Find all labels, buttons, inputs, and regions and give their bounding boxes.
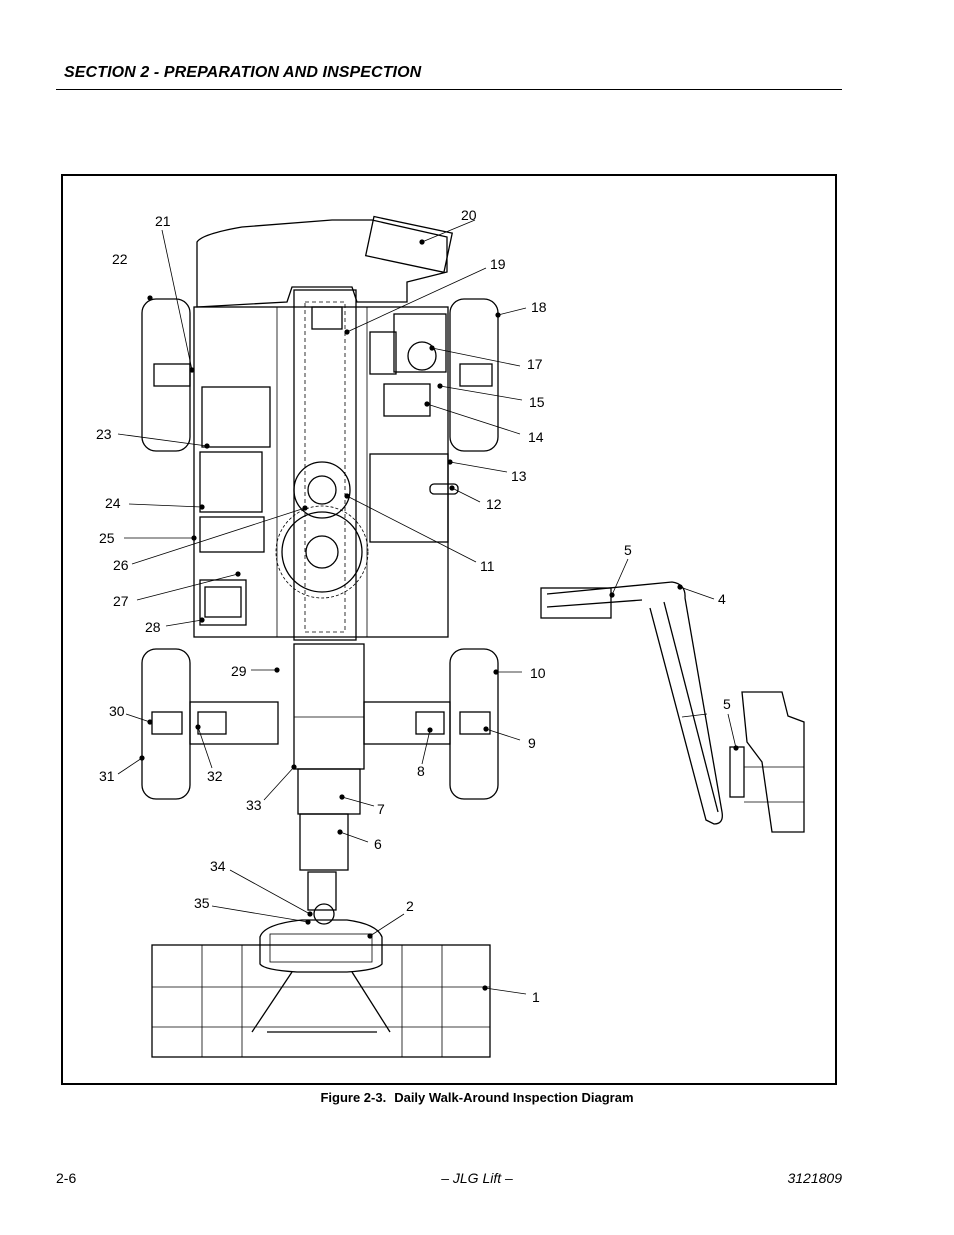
footer-publisher: – JLG Lift – [441, 1170, 513, 1186]
callout-27: 27 [113, 593, 129, 609]
inspection-diagram: 1 2 4 5 5 6 7 8 9 10 11 12 13 14 15 17 1… [96, 207, 805, 1058]
figure-caption-label: Figure 2-3. [320, 1090, 387, 1105]
callout-10: 10 [530, 665, 546, 681]
section-title: SECTION 2 - PREPARATION AND INSPECTION [64, 64, 422, 81]
callout-20: 20 [461, 207, 477, 223]
callout-2: 2 [406, 898, 414, 914]
callout-29: 29 [231, 663, 247, 679]
page-number: 2-6 [56, 1170, 77, 1186]
callout-15: 15 [529, 394, 545, 410]
callout-28: 28 [145, 619, 161, 635]
callout-31: 31 [99, 768, 115, 784]
callout-24: 24 [105, 495, 121, 511]
figure-caption: Figure 2-3. Daily Walk-Around Inspection … [0, 1090, 954, 1105]
callout-8: 8 [417, 763, 425, 779]
callout-34: 34 [210, 858, 226, 874]
callout-5b: 5 [723, 696, 731, 712]
callout-21: 21 [155, 213, 171, 229]
callout-labels: 1 2 4 5 5 6 7 8 9 10 11 12 13 14 15 17 1… [96, 207, 731, 1005]
callout-26: 26 [113, 557, 129, 573]
callout-35: 35 [194, 895, 210, 911]
callout-14: 14 [528, 429, 544, 445]
callout-22: 22 [112, 251, 128, 267]
callout-5a: 5 [624, 542, 632, 558]
header-rule [56, 89, 842, 90]
document-number: 3121809 [787, 1170, 842, 1186]
machine-drawing [141, 215, 805, 1058]
callout-9: 9 [528, 735, 536, 751]
callout-leaders [117, 219, 739, 995]
figure-caption-title: Daily Walk-Around Inspection Diagram [394, 1090, 634, 1105]
callout-12: 12 [486, 496, 502, 512]
callout-32: 32 [207, 768, 223, 784]
callout-19: 19 [490, 256, 506, 272]
callout-17: 17 [527, 356, 543, 372]
callout-23: 23 [96, 426, 112, 442]
callout-25: 25 [99, 530, 115, 546]
callout-6: 6 [374, 836, 382, 852]
callout-4: 4 [718, 591, 726, 607]
callout-18: 18 [531, 299, 547, 315]
figure-frame: 1 2 4 5 5 6 7 8 9 10 11 12 13 14 15 17 1… [61, 174, 837, 1085]
callout-11: 11 [480, 558, 495, 574]
callout-7: 7 [377, 801, 385, 817]
callout-30: 30 [109, 703, 125, 719]
callout-33: 33 [246, 797, 262, 813]
callout-1: 1 [532, 989, 540, 1005]
callout-13: 13 [511, 468, 527, 484]
